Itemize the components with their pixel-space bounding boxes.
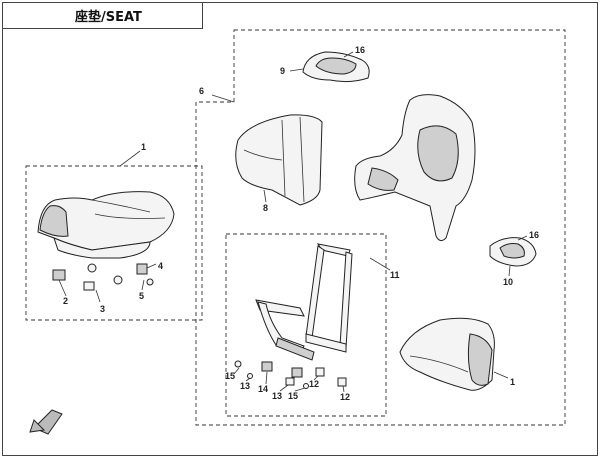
frame-hardware — [234, 360, 347, 389]
label-rear-cover: 1 — [510, 377, 515, 387]
label-handle: 9 — [280, 66, 285, 76]
seat-assembly — [37, 191, 175, 259]
label-bracket: 2 — [63, 296, 68, 306]
backrest-group-box — [195, 29, 566, 426]
backrest-shell — [354, 94, 476, 242]
label-spacer-14: 14 — [258, 384, 268, 394]
frame-group-box — [225, 233, 387, 417]
label-backrest-group: 6 — [199, 86, 204, 96]
label-washer-13b: 13 — [272, 391, 282, 401]
label-bolt-15a: 15 — [225, 371, 235, 381]
grab-handle — [302, 51, 370, 83]
front-arrow-icon — [29, 409, 63, 435]
label-nut-12a: 12 — [309, 379, 319, 389]
grab-handle-right — [489, 237, 537, 267]
label-nut-12b: 12 — [340, 392, 350, 402]
title-box — [2, 2, 203, 29]
label-handle-insert-right: 16 — [529, 230, 539, 240]
label-handle-right: 10 — [503, 277, 513, 287]
seat-frame — [255, 243, 353, 361]
label-cushion: 8 — [263, 203, 268, 213]
backrest-cushion — [235, 114, 323, 206]
seat-group-box — [25, 165, 203, 321]
label-seat-assy: 1 — [141, 142, 146, 152]
seat-hardware — [52, 263, 154, 291]
label-bolt-lower: 5 — [139, 291, 144, 301]
label-bolt-15b: 15 — [288, 391, 298, 401]
label-handle-insert: 16 — [355, 45, 365, 55]
label-frame-group: 11 — [390, 270, 400, 280]
label-nut-left: 3 — [100, 304, 105, 314]
label-bolt-upper: 4 — [158, 261, 163, 271]
label-washer-13a: 13 — [240, 381, 250, 391]
rear-cover — [399, 317, 495, 391]
page-title: 座垫/SEAT — [74, 9, 142, 25]
